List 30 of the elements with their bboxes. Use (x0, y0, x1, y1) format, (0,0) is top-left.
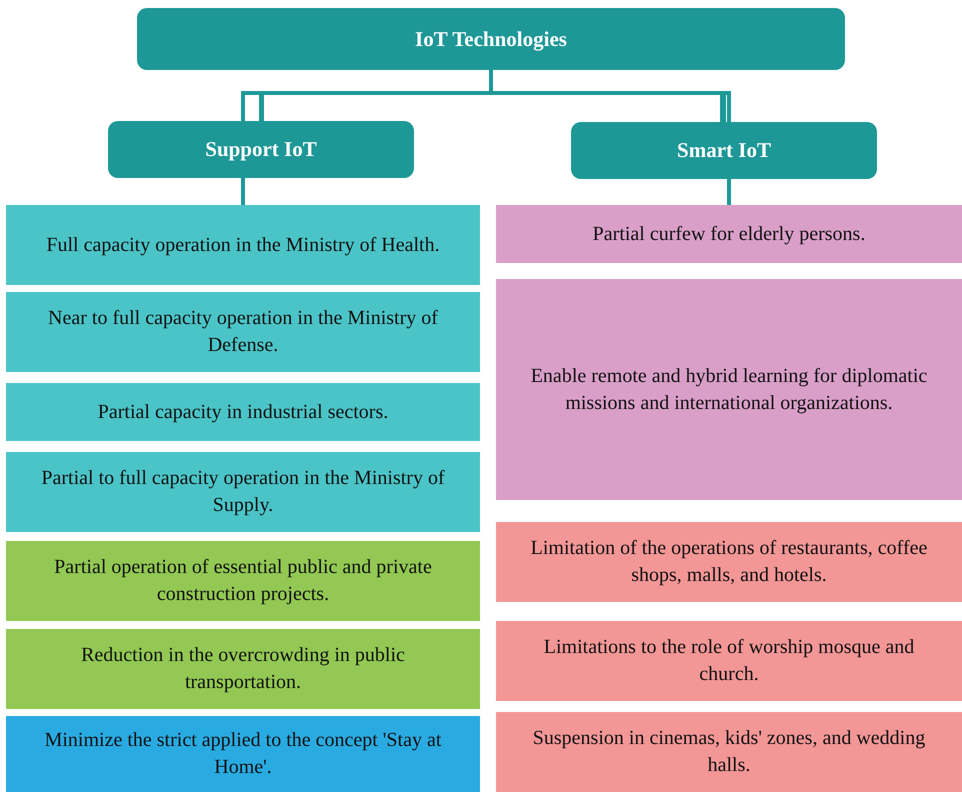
item-text: Partial curfew for elderly persons. (592, 222, 866, 246)
item-box (6, 383, 480, 441)
category-box (137, 8, 845, 70)
item-box (6, 452, 480, 532)
item-text: Suspension in cinemas, kids' zones, and wedding halls. (532, 726, 926, 778)
item-box (496, 522, 962, 602)
item-box (496, 205, 962, 263)
item-box (496, 712, 962, 792)
item-box (6, 205, 480, 285)
category-title: Smart IoT (677, 137, 771, 164)
item-box (496, 621, 962, 701)
category-box (108, 121, 414, 178)
item-text: Partial to full capacity operation in the Ministry of Supply. (40, 466, 446, 518)
category-title: IoT Technologies (415, 26, 567, 53)
category-title: Support IoT (205, 136, 317, 164)
item-box (6, 292, 480, 372)
item-text: Limitation of the operations of restaurants, coffee shops, malls, and hotels. (530, 536, 928, 588)
item-text: Partial operation of essential public and private construction projects. (53, 555, 433, 607)
item-text: Full capacity operation in the Ministry of Health. (46, 232, 440, 258)
item-box (6, 541, 480, 621)
item-box (496, 279, 962, 500)
item-box (6, 716, 480, 792)
item-text: Enable remote and hybrid learning for diplomatic missions and international organizations. (530, 364, 928, 416)
item-text: Reduction in the overcrowding in public transportation. (80, 643, 406, 695)
item-text: Partial capacity in industrial sectors. (98, 400, 388, 424)
category-box (571, 122, 877, 179)
item-box (6, 629, 480, 709)
item-text: Near to full capacity operation in the Ministry of Defense. (47, 306, 439, 358)
item-text: Limitations to the role of worship mosque and church. (542, 635, 916, 687)
item-text: Minimize the strict applied to the concept 'Stay at Home'. (44, 728, 442, 780)
